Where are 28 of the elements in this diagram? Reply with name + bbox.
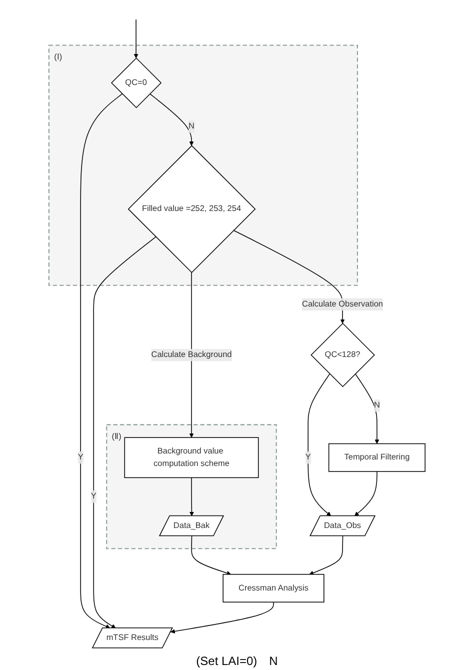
note-text: N (269, 654, 278, 668)
node-box: Background value computation scheme (124, 437, 259, 478)
node-box: Temporal Filtering (328, 443, 426, 472)
edge-label: Calculate Background (151, 350, 232, 360)
node-diamond: QC<128? (310, 322, 375, 388)
arrow (93, 236, 156, 628)
arrow (308, 373, 332, 516)
node-diamond: QC=0 (111, 58, 162, 108)
node-box: Cressman Analysis (222, 574, 324, 602)
arrow (189, 477, 194, 516)
edge-label: Calculate Observation (302, 300, 383, 308)
arrow (189, 272, 194, 438)
edge-label: Y (305, 452, 311, 462)
node-diamond: Filled value =252, 253, 254 (128, 145, 256, 274)
note-text: (Set LAI=0) (196, 654, 258, 668)
edge-label: N (374, 401, 380, 410)
arrow (170, 602, 274, 634)
arrow (233, 230, 345, 324)
arrow (354, 373, 380, 444)
arrow (80, 93, 123, 628)
arrow (191, 536, 232, 576)
arrow (354, 471, 378, 516)
arrow (134, 19, 138, 58)
edge-label: Y (90, 492, 96, 501)
edge-label: N (188, 122, 194, 131)
edge-label: Y (78, 452, 84, 462)
arrow (150, 93, 194, 146)
arrow (309, 536, 344, 575)
